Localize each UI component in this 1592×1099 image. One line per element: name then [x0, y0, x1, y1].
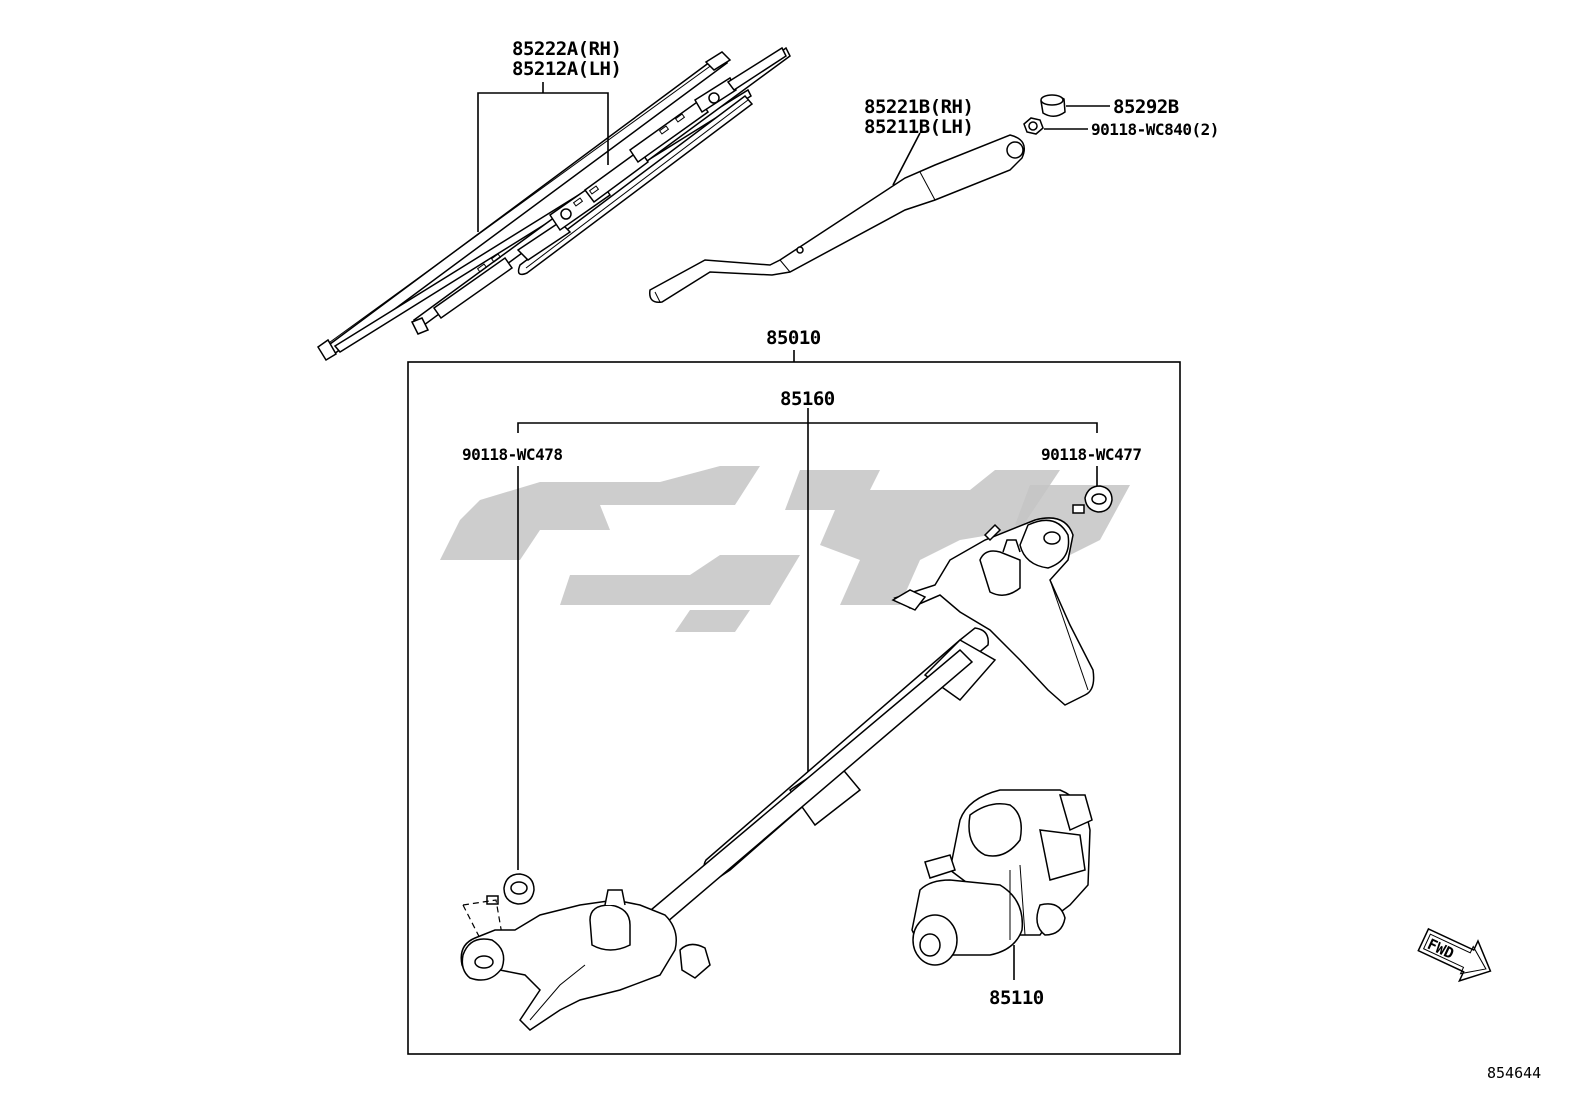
- arm-lh-label: 85211B(LH): [864, 116, 973, 138]
- wiper-motor: [911, 789, 1093, 966]
- arm-cap: [1040, 94, 1066, 117]
- cap-label: 85292B: [1113, 96, 1179, 118]
- blade-callout: [477, 82, 609, 232]
- bolt-left: [486, 873, 535, 905]
- assembly-label: 85010: [766, 327, 821, 349]
- bolt-left-guide-a: [462, 899, 506, 953]
- blade-lh-label: 85212A(LH): [512, 58, 621, 80]
- link-label: 85160: [780, 388, 835, 410]
- diagram-reference-number: 854644: [1487, 1064, 1541, 1082]
- arm-callout-line: [892, 132, 921, 186]
- motor-label: 85110: [989, 987, 1044, 1009]
- arm-nut: [1023, 117, 1044, 135]
- forward-arrow-icon: FWD: [1417, 927, 1492, 983]
- bolt-right-label: 90118-WC477: [1041, 445, 1141, 464]
- wiper-arm: [649, 134, 1025, 303]
- arm-rh-label: 85221B(RH): [864, 96, 973, 118]
- wiper-linkage: [460, 517, 1095, 1031]
- bolt-left-label: 90118-WC478: [462, 445, 562, 464]
- nut-label: 90118-WC840(2): [1091, 120, 1219, 139]
- blade-rh-label: 85222A(RH): [512, 38, 621, 60]
- bolt-right: [1072, 485, 1113, 514]
- wiper-blade: [316, 46, 791, 362]
